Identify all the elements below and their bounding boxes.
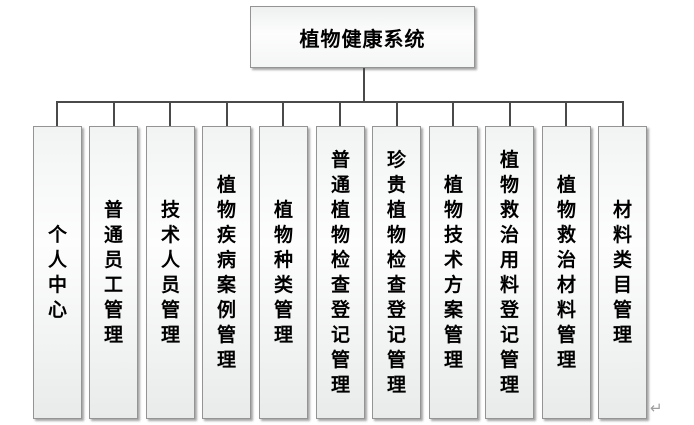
branch-label: 材料类目管理 bbox=[612, 199, 632, 346]
connector-stub-6 bbox=[339, 101, 341, 128]
branch-node-material-category-mgmt: 材料类目管理 bbox=[598, 126, 647, 419]
branch-label: 植物救治用料登记管理 bbox=[499, 149, 519, 396]
connector-stub-1 bbox=[56, 101, 58, 128]
branch-node-plant-species-mgmt: 植物种类管理 bbox=[259, 126, 308, 419]
connector-stub-5 bbox=[282, 101, 284, 128]
connector-stub-10 bbox=[565, 101, 567, 128]
connector-stub-3 bbox=[169, 101, 171, 128]
root-node-label: 植物健康系统 bbox=[299, 28, 426, 51]
branch-label: 技术人员管理 bbox=[160, 199, 180, 346]
branch-label: 植物疾病案例管理 bbox=[216, 174, 236, 371]
connector-stub-7 bbox=[396, 101, 398, 128]
branch-node-rare-plant-inspection-registration-mgmt: 珍贵植物检查登记管理 bbox=[372, 126, 421, 419]
branch-label: 个人中心 bbox=[47, 224, 67, 321]
branch-label: 普通员工管理 bbox=[103, 199, 123, 346]
branch-node-technician-mgmt: 技术人员管理 bbox=[146, 126, 195, 419]
branch-label: 植物技术方案管理 bbox=[443, 174, 463, 371]
branch-label: 珍贵植物检查登记管理 bbox=[386, 149, 406, 396]
connector-stub-9 bbox=[509, 101, 511, 128]
branch-label: 植物种类管理 bbox=[273, 199, 293, 346]
branch-label: 植物救治材料管理 bbox=[556, 174, 576, 371]
branch-node-plant-technical-plan-mgmt: 植物技术方案管理 bbox=[429, 126, 478, 419]
branch-node-plant-disease-case-mgmt: 植物疾病案例管理 bbox=[202, 126, 251, 419]
connector-stub-8 bbox=[452, 101, 454, 128]
line-break-mark-icon: ↵ bbox=[650, 399, 663, 417]
branch-node-regular-employee-mgmt: 普通员工管理 bbox=[89, 126, 138, 419]
branch-node-personal-center: 个人中心 bbox=[33, 126, 82, 419]
branch-node-plant-rescue-material-usage-registration-mgmt: 植物救治用料登记管理 bbox=[485, 126, 534, 419]
branch-label: 普通植物检查登记管理 bbox=[330, 149, 350, 396]
branch-node-common-plant-inspection-registration-mgmt: 普通植物检查登记管理 bbox=[316, 126, 365, 419]
root-node-plant-health-system: 植物健康系统 bbox=[250, 6, 475, 68]
connector-root-drop bbox=[363, 68, 365, 103]
branch-node-plant-rescue-material-mgmt: 植物救治材料管理 bbox=[542, 126, 591, 419]
connector-stub-11 bbox=[622, 101, 624, 128]
connector-stub-2 bbox=[113, 101, 115, 128]
connector-stub-4 bbox=[226, 101, 228, 128]
